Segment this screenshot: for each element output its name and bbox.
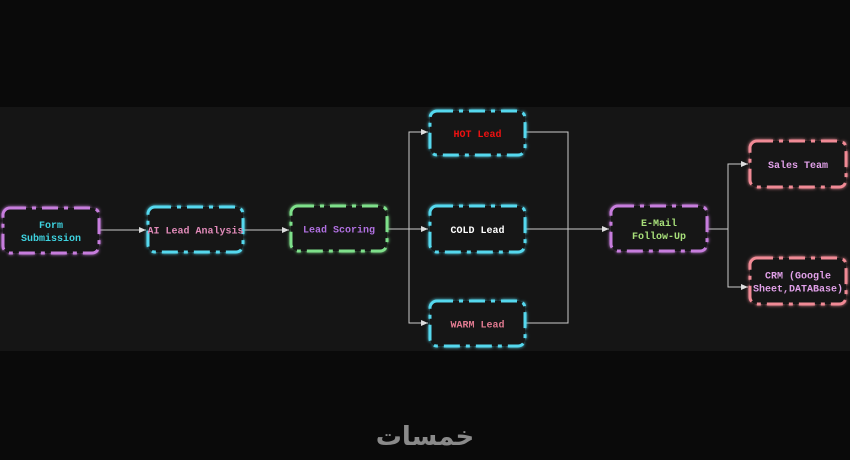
node-border [428,109,527,157]
connectors [99,129,748,326]
edge-hot-email [525,131,569,229]
node-label: CRM (Google [765,271,831,283]
node-label: Lead Scoring [303,225,375,237]
node-label: Form [39,221,63,232]
node-border [609,204,709,253]
node-border [289,204,389,253]
edge-email-sales [707,161,748,230]
node-sales[interactable]: Sales Team [748,139,848,189]
node-border [748,256,848,306]
node-warm[interactable]: WARM Lead [428,299,527,348]
node-border [748,139,848,189]
node-border [1,206,101,255]
node-hot[interactable]: HOT Lead [428,109,527,157]
node-label: AI Lead Analysis [147,226,243,238]
node-label: HOT Lead [453,129,501,141]
node-label: Follow-Up [632,231,686,243]
node-border [428,299,527,348]
node-ai[interactable]: AI Lead Analysis [146,205,245,254]
node-border [428,204,527,254]
node-cold[interactable]: COLD Lead [428,204,527,254]
node-label: Sheet,DATABase) [753,284,843,296]
watermark-logo: خمسات [375,422,475,452]
edge-scoring-warm [408,229,428,326]
edge-email-crm [727,229,748,290]
node-label: Submission [21,233,81,245]
node-label: COLD Lead [450,225,504,237]
node-scoring[interactable]: Lead Scoring [289,204,389,253]
node-label: WARM Lead [450,320,504,332]
node-label: Sales Team [768,160,828,172]
node-border [146,205,245,254]
node-label: E-Mail [641,218,677,230]
edge-warm-email [525,229,569,324]
